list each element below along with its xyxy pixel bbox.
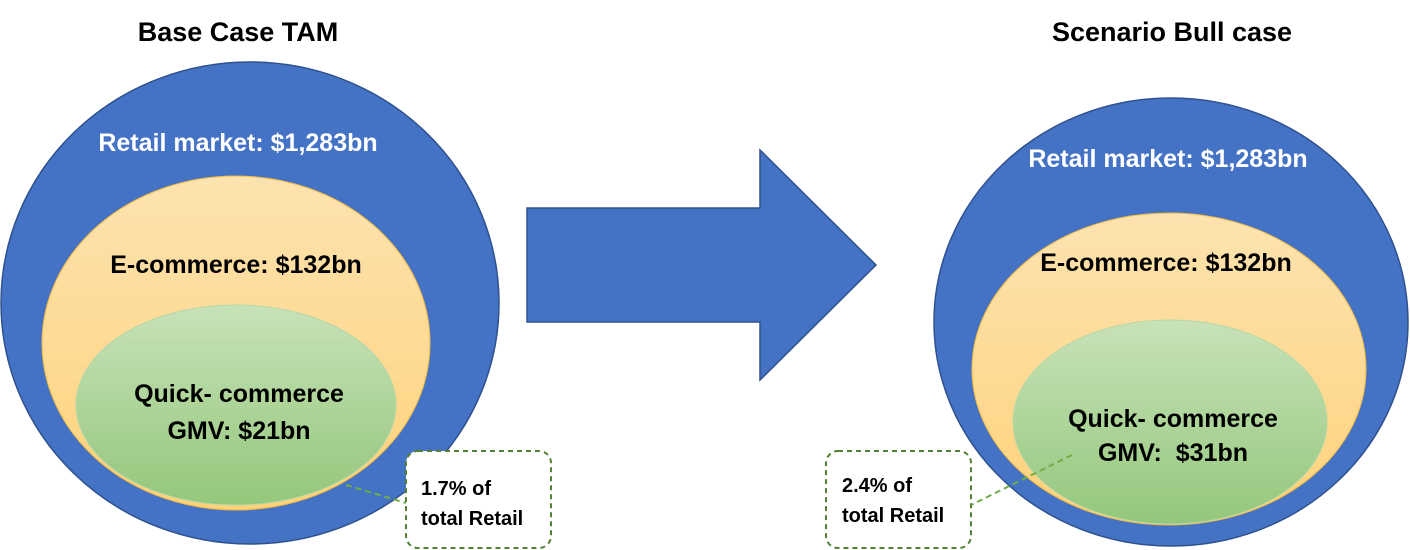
left-quick-commerce-circle	[75, 304, 397, 506]
right-arrow-icon	[526, 148, 878, 382]
right-quick-commerce-circle	[1012, 319, 1328, 525]
right-callout-line2: total Retail	[842, 505, 944, 527]
right-callout-box	[825, 450, 972, 549]
right-title: Scenario Bull case	[1052, 17, 1292, 47]
left-title: Base Case TAM	[138, 17, 339, 47]
left-callout-line1: 1.7% of	[421, 478, 491, 500]
right-callout-connector	[970, 454, 1073, 506]
left-callout-connector	[345, 484, 407, 504]
left-callout-box	[405, 450, 552, 549]
right-quick-commerce-label-line1: Quick- commerce	[1068, 405, 1278, 433]
left-retail-label: Retail market: $1,283bn	[98, 129, 377, 157]
left-quick-commerce-label-line1: Quick- commerce	[134, 380, 344, 408]
left-callout-line2: total Retail	[421, 508, 523, 530]
left-quick-commerce-label-line2: GMV: $21bn	[167, 417, 310, 445]
right-quick-commerce-label-line2: GMV: $31bn	[1098, 439, 1248, 467]
right-ecommerce-label: E-commerce: $132bn	[1040, 249, 1292, 277]
right-callout-line1: 2.4% of	[842, 475, 912, 497]
left-ecommerce-label: E-commerce: $132bn	[110, 251, 362, 279]
right-retail-label: Retail market: $1,283bn	[1028, 145, 1307, 173]
